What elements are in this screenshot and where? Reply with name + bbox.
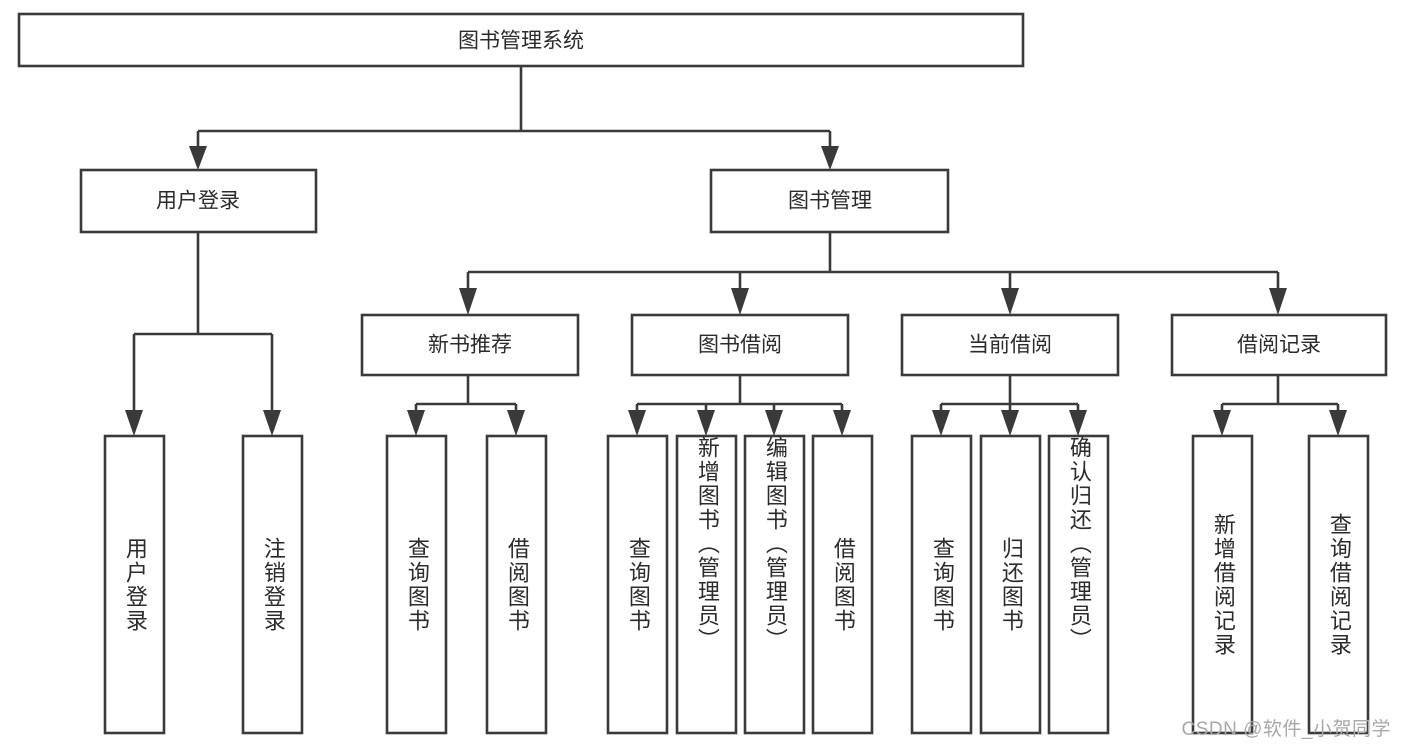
leaf-box-current-borrow-2[interactable]	[979, 434, 1042, 735]
node-root-label: 图书管理系统	[458, 30, 584, 53]
connector-layer	[125, 66, 1347, 436]
arrow-currentborrow-leaf-3	[1069, 410, 1087, 436]
node-user-login-label: 用户登录	[156, 190, 240, 213]
leaf-box-borrow-record-1[interactable]	[1191, 434, 1254, 735]
arrow-currentborrow-leaf-1	[932, 410, 950, 436]
arrow-bookborrow-leaf-2	[697, 410, 715, 436]
arrow-bookmgmt-to-current-borrow	[1001, 288, 1019, 315]
arrow-bookborrow-leaf-1	[628, 410, 646, 436]
node-user-login-box[interactable]	[79, 168, 318, 234]
leaf-box-book-borrow-2[interactable]	[675, 434, 738, 735]
arrow-newbook-leaf-2	[507, 410, 525, 436]
leaf-box-borrow-record-2[interactable]	[1307, 434, 1370, 735]
node-borrow-record-box[interactable]	[1170, 313, 1388, 377]
arrow-currentborrow-leaf-2	[1001, 410, 1019, 436]
watermark-text: CSDN @软件_小贺同学	[1181, 719, 1391, 740]
node-book-borrow-box[interactable]	[630, 313, 850, 377]
arrow-bookborrow-leaf-3	[765, 410, 783, 436]
node-book-mgmt-box[interactable]	[709, 168, 950, 234]
leaf-box-new-book-2[interactable]	[485, 434, 548, 735]
leaf-box-current-borrow-1[interactable]	[910, 434, 973, 735]
arrow-root-to-user-login	[189, 146, 207, 170]
node-borrow-record-label: 借阅记录	[1237, 334, 1321, 357]
arrow-bookmgmt-to-borrow-record	[1269, 288, 1287, 315]
node-new-book-recommend-box[interactable]	[360, 313, 580, 377]
arrow-bookmgmt-to-new-book	[459, 288, 477, 315]
leaf-box-book-borrow-3[interactable]	[743, 434, 806, 735]
leaf-box-current-borrow-3[interactable]	[1047, 434, 1110, 735]
node-book-mgmt-label: 图书管理	[788, 190, 872, 213]
arrow-bookborrow-leaf-4	[833, 410, 851, 436]
leaf-box-user-login-2[interactable]	[241, 434, 304, 735]
arrow-userlogin-leaf-2	[263, 410, 281, 436]
arrow-borrowrecord-leaf-2	[1329, 410, 1347, 436]
node-current-borrow-label: 当前借阅	[968, 334, 1052, 357]
node-book-borrow-label: 图书借阅	[698, 334, 782, 357]
node-new-book-recommend-label: 新书推荐	[428, 334, 512, 357]
arrow-newbook-leaf-1	[407, 410, 425, 436]
leaf-box-user-login-1[interactable]	[103, 434, 166, 735]
arrow-bookmgmt-to-book-borrow	[731, 288, 749, 315]
arrow-root-to-book-mgmt	[821, 146, 839, 170]
leaf-box-book-borrow-1[interactable]	[606, 434, 669, 735]
arrow-userlogin-leaf-1	[125, 410, 143, 436]
node-root-box[interactable]	[17, 12, 1025, 68]
node-layer: 图书管理系统 用户登录 图书管理 新书推荐 图书借阅 当前借阅 借阅记录	[17, 12, 1388, 735]
leaf-box-book-borrow-4[interactable]	[811, 434, 874, 735]
node-current-borrow-box[interactable]	[900, 313, 1120, 377]
arrow-borrowrecord-leaf-1	[1213, 410, 1231, 436]
leaf-box-new-book-1[interactable]	[385, 434, 448, 735]
